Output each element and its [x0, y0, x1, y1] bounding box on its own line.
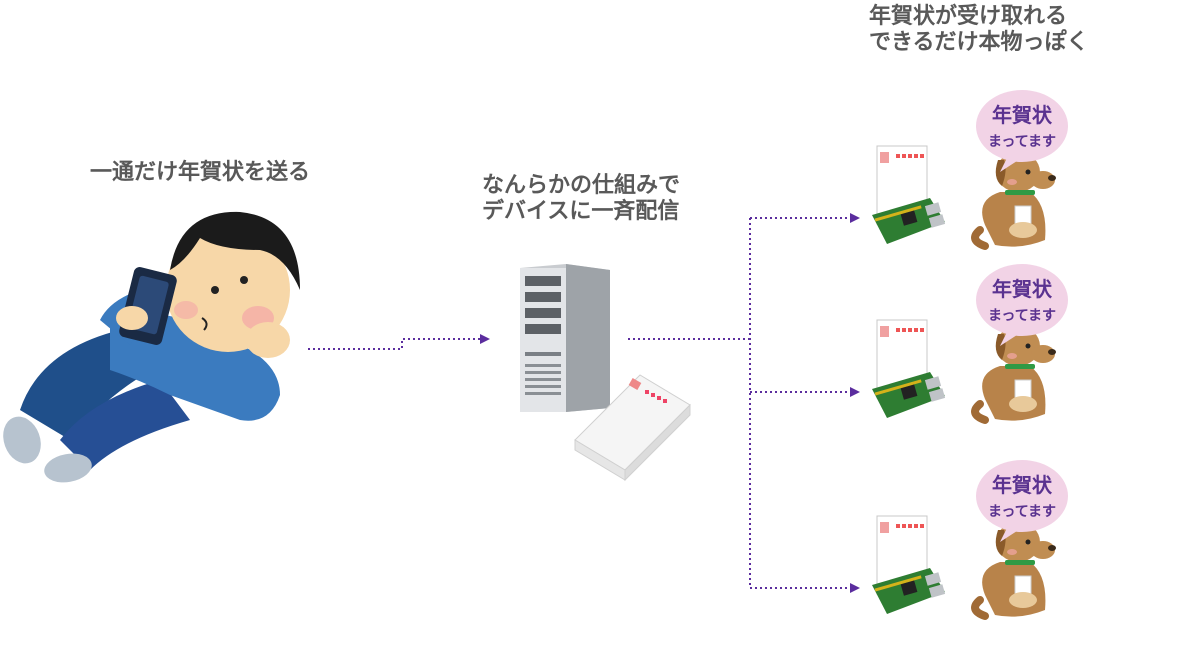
server-caption: なんらかの仕組みで デバイスに一斉配信 — [482, 173, 680, 225]
server-caption-line1: なんらかの仕組みで — [482, 173, 681, 198]
bubble-line1: 年賀状 — [992, 473, 1053, 497]
dog-icon — [971, 522, 1056, 620]
bubble-line2: まってます — [988, 504, 1056, 520]
device-row: 年賀状 まってます — [872, 460, 1068, 620]
person-lying-with-phone-icon — [3, 211, 300, 483]
bubble-line2: まってます — [988, 134, 1056, 150]
server-caption-line2: デバイスに一斉配信 — [482, 199, 680, 224]
user-caption: 一通だけ年賀状を送る — [90, 160, 311, 185]
speech-bubble-icon: 年賀状 まってます — [976, 460, 1068, 542]
devices-caption: 年賀状が受け取れる できるだけ本物っぽく — [869, 4, 1089, 56]
device-row: 年賀状 まってます — [872, 264, 1068, 424]
dog-icon — [971, 152, 1056, 250]
postcard-stack-icon — [574, 374, 691, 482]
arrows — [308, 213, 860, 593]
raspberry-pi-icon — [872, 568, 946, 614]
raspberry-pi-icon — [872, 198, 946, 244]
bubble-line2: まってます — [988, 308, 1056, 324]
devices-caption-line1: 年賀状が受け取れる — [869, 4, 1068, 29]
arrow-user-to-server — [308, 334, 490, 350]
raspberry-pi-icon — [872, 372, 946, 418]
device-row: 年賀状 まってます — [872, 90, 1068, 250]
speech-bubble-icon: 年賀状 まってます — [976, 90, 1068, 172]
server-icon — [520, 264, 610, 412]
speech-bubble-icon: 年賀状 まってます — [976, 264, 1068, 346]
bubble-line1: 年賀状 — [992, 277, 1053, 301]
bubble-line1: 年賀状 — [992, 103, 1053, 127]
devices-caption-line2: できるだけ本物っぽく — [869, 30, 1089, 55]
dog-icon — [971, 326, 1056, 424]
